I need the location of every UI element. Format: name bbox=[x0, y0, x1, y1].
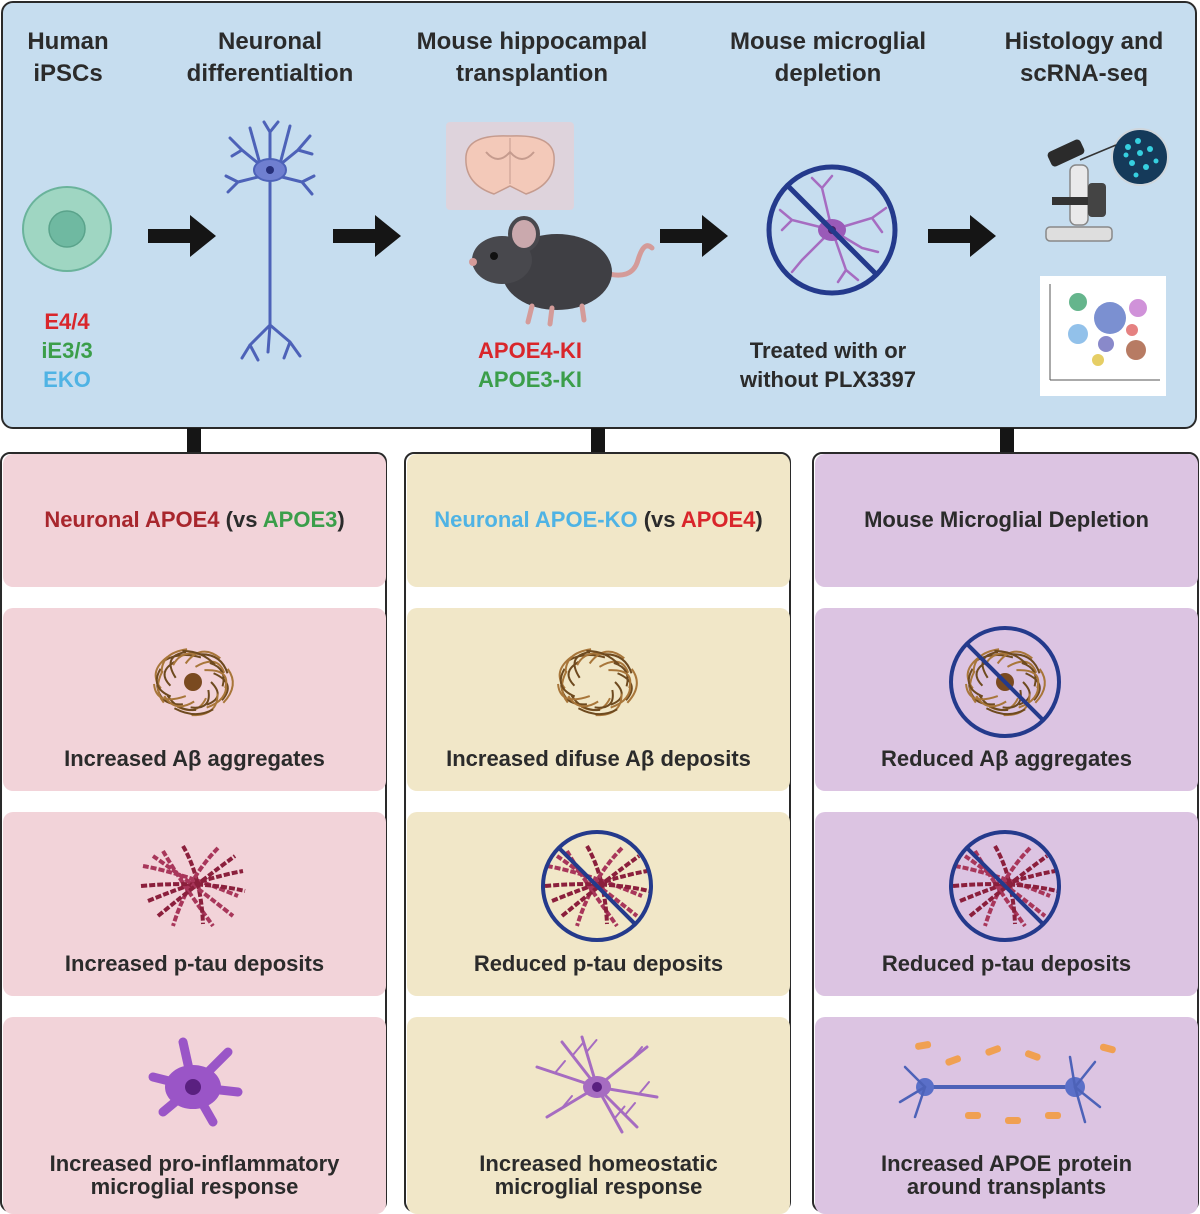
column-header-part: APOE3 bbox=[262, 507, 338, 532]
brain-section-icon bbox=[446, 122, 574, 210]
results-column-apoe4: Neuronal APOE4 (vs APOE3) Increased Aβ a… bbox=[0, 452, 387, 1214]
result-text: Reduced p-tau deposits bbox=[881, 951, 1132, 976]
result-box: Reduced p-tau deposits bbox=[407, 812, 790, 996]
column-header-part: ) bbox=[755, 507, 763, 532]
result-text: Increased Aβ aggregates bbox=[64, 746, 325, 771]
result-box: Increased p-tau deposits bbox=[3, 812, 386, 996]
mouse-model-label: APOE4-KI bbox=[478, 338, 582, 363]
tau-tangle-icon bbox=[140, 844, 246, 928]
column-header: Neuronal APOE4 (vs APOE3) bbox=[3, 454, 386, 587]
column-header: Mouse Microglial Depletion bbox=[815, 454, 1198, 587]
workflow-panel bbox=[1, 1, 1197, 429]
genotype-list: E4/4 iE3/3 EKO bbox=[20, 307, 114, 394]
homeostatic-microglia-icon bbox=[535, 1035, 659, 1134]
arrow-right-icon bbox=[928, 215, 996, 257]
arrow-right-icon bbox=[148, 215, 216, 257]
column-header-text: Mouse Microglial Depletion bbox=[815, 506, 1198, 534]
column-header-part: Neuronal APOE-KO bbox=[434, 507, 638, 532]
column-header-text: Neuronal APOE4 (vs APOE3) bbox=[3, 506, 386, 534]
mouse-icon bbox=[469, 216, 655, 327]
genotype-label: iE3/3 bbox=[41, 338, 93, 363]
column-header-part: (vs bbox=[637, 507, 681, 532]
result-box: Reduced Aβ aggregates bbox=[815, 608, 1198, 791]
results-column-microglial-depletion: Mouse Microglial Depletion Reduced Aβ ag… bbox=[812, 452, 1199, 1214]
microglia-depletion-icon bbox=[766, 164, 898, 296]
activated-microglia-icon bbox=[148, 1037, 243, 1127]
no-tau-icon bbox=[541, 830, 653, 942]
neuron-apoe-icon bbox=[898, 1041, 1116, 1124]
no-amyloid-icon bbox=[949, 626, 1061, 738]
arrow-right-icon bbox=[333, 215, 401, 257]
column-header-part: (vs bbox=[219, 507, 263, 532]
result-box: Reduced p-tau deposits bbox=[815, 812, 1198, 996]
column-header-part: ) bbox=[337, 507, 345, 532]
mouse-model-label: APOE3-KI bbox=[478, 367, 582, 392]
column-header-part: Mouse Microglial Depletion bbox=[864, 507, 1149, 532]
column-header-text: Neuronal APOE-KO (vs APOE4) bbox=[407, 506, 790, 534]
genotype-label: EKO bbox=[43, 367, 91, 392]
no-tau-icon bbox=[949, 830, 1061, 942]
tsne-plot-icon bbox=[1040, 276, 1166, 396]
result-text: Increased p-tau deposits bbox=[64, 951, 325, 976]
result-box: Increased Aβ aggregates bbox=[3, 608, 386, 791]
result-text: Reduced Aβ aggregates bbox=[880, 746, 1132, 771]
mouse-model-list: APOE4-KI APOE3-KI bbox=[450, 336, 610, 394]
genotype-label: E4/4 bbox=[44, 309, 90, 334]
microscope-icon bbox=[1045, 128, 1169, 242]
column-header-part: Neuronal APOE4 bbox=[44, 507, 220, 532]
diffuse-amyloid-icon bbox=[557, 648, 638, 717]
result-box: Increased difuse Aβ deposits bbox=[407, 608, 790, 791]
ipsc-cell-icon bbox=[22, 186, 112, 272]
column-header-part: APOE4 bbox=[680, 507, 756, 532]
amyloid-plaque-icon bbox=[153, 648, 234, 717]
arrow-right-icon bbox=[660, 215, 728, 257]
column-header: Neuronal APOE-KO (vs APOE4) bbox=[407, 454, 790, 587]
result-text: Reduced p-tau deposits bbox=[473, 951, 724, 976]
result-text: Increased difuse Aβ deposits bbox=[446, 746, 751, 771]
neuron-icon bbox=[224, 120, 316, 362]
results-column-apoe-ko: Neuronal APOE-KO (vs APOE4) Increased di… bbox=[404, 452, 791, 1214]
